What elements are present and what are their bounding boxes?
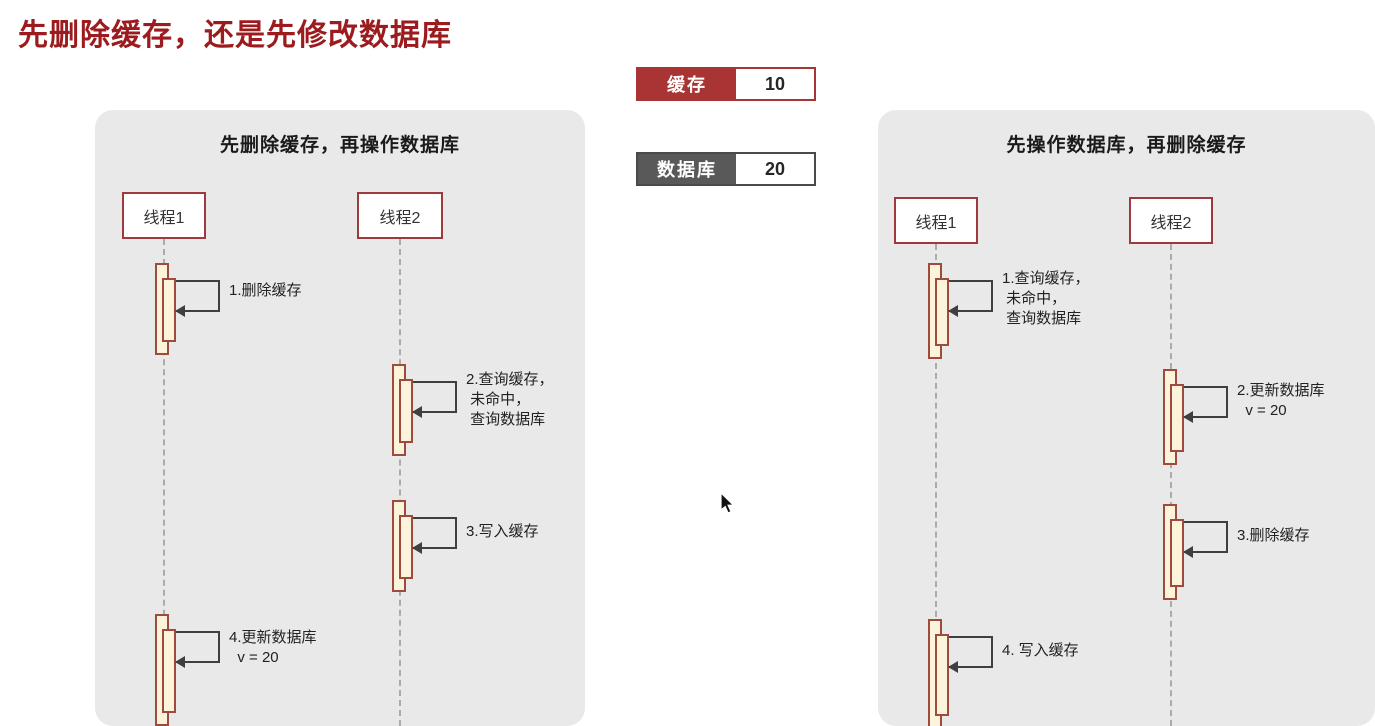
thread1-label: 线程1 [143,209,185,227]
step-label: 1.查询缓存， 未命中， 查询数据库 [1002,270,1090,327]
panel-title: 先操作数据库，再删除缓存 [1006,135,1247,156]
activation-bar-inner [162,278,176,342]
arrowhead-icon [412,406,422,418]
thread2-label: 线程2 [1150,214,1192,232]
thread1-box: 线程1 [122,192,206,239]
cache-value-box: 缓存 10 [636,67,816,101]
activation-bar-inner [399,379,413,443]
self-call-arrow [412,517,457,554]
step-label: 3.删除缓存 [1237,527,1310,544]
arrowhead-icon [948,305,958,317]
self-call-arrow [948,280,993,317]
activation-bar-inner [1170,384,1184,452]
activation-bar-inner [935,634,949,716]
cache-value: 10 [736,69,814,99]
cache-label: 缓存 [638,69,736,99]
lifeline-thread2 [399,239,401,726]
self-call-arrow [1183,386,1228,423]
step-label: 4.更新数据库 v = 20 [229,629,317,666]
step-label: 4. 写入缓存 [1002,642,1079,659]
activation-bar-inner [1170,519,1184,587]
lifeline-thread1 [163,239,165,726]
thread1-label: 线程1 [915,214,957,232]
step-label: 2.查询缓存， 未命中， 查询数据库 [466,371,554,428]
mouse-cursor-icon [718,491,736,521]
panel-title: 先删除缓存，再操作数据库 [219,135,460,156]
arrowhead-icon [948,661,958,673]
arrowhead-icon [175,305,185,317]
self-call-arrow [948,636,993,673]
self-call-arrow [175,280,220,317]
self-call-arrow [175,631,220,668]
step-label: 1.删除缓存 [229,282,302,299]
activation-bar-inner [935,278,949,346]
database-label: 数据库 [638,154,736,184]
activation-bar-inner [399,515,413,579]
activation-bar-inner [162,629,176,713]
step-label: 3.写入缓存 [466,523,539,540]
page-title: 先删除缓存，还是先修改数据库 [18,19,452,52]
panel-delete-cache-first: 先删除缓存，再操作数据库 线程1 线程2 1.删除缓存 2.查询缓存， 未命中，… [95,110,585,726]
arrowhead-icon [1183,411,1193,423]
lifeline-thread1 [935,244,937,726]
arrowhead-icon [412,542,422,554]
thread1-box: 线程1 [894,197,978,244]
database-value: 20 [736,154,814,184]
panel-update-db-first: 先操作数据库，再删除缓存 线程1 线程2 1.查询缓存， 未命中， 查询数据库 … [878,110,1375,726]
thread2-box: 线程2 [1129,197,1213,244]
arrowhead-icon [1183,546,1193,558]
self-call-arrow [1183,521,1228,558]
lifeline-thread2 [1170,244,1172,726]
thread2-label: 线程2 [379,209,421,227]
step-label: 2.更新数据库 v = 20 [1237,382,1325,419]
thread2-box: 线程2 [357,192,443,239]
arrowhead-icon [175,656,185,668]
database-value-box: 数据库 20 [636,152,816,186]
self-call-arrow [412,381,457,418]
